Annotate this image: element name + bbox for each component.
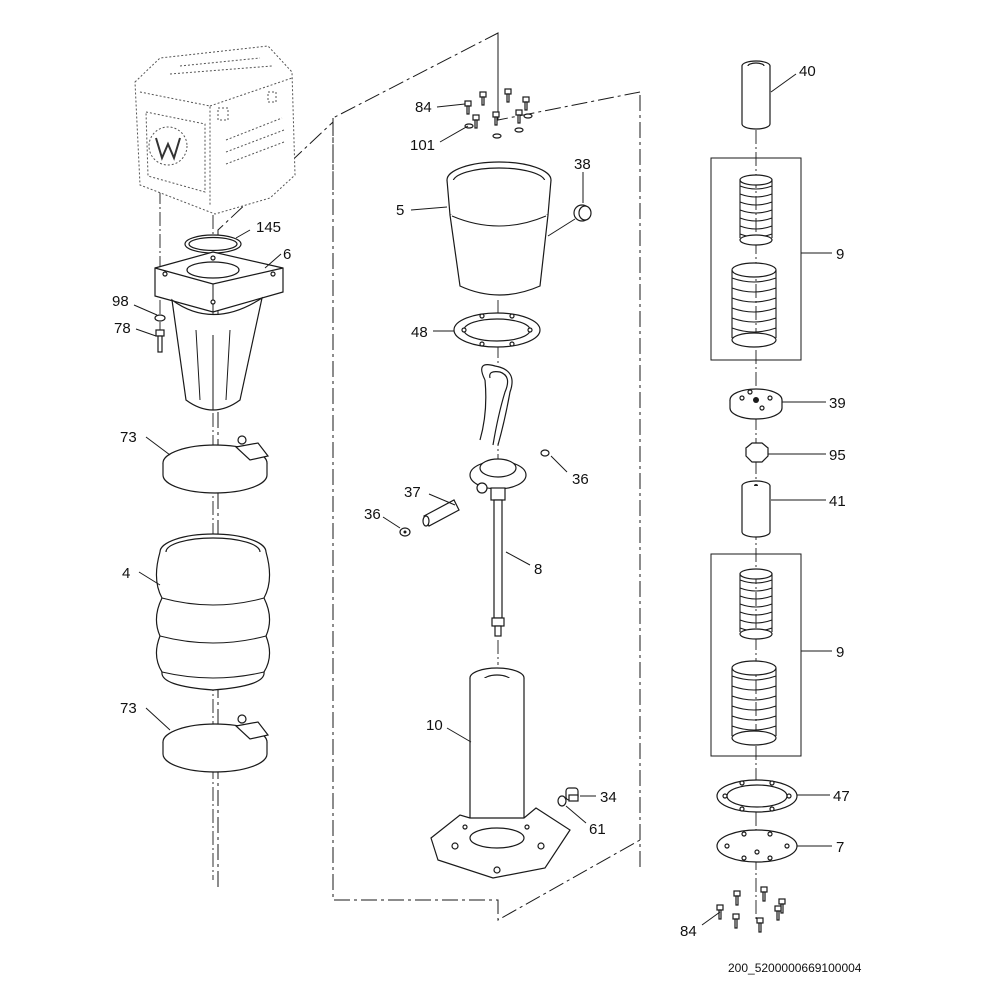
callout-36-right: 36 bbox=[572, 471, 589, 488]
callout-40: 40 bbox=[799, 63, 816, 80]
part-9-springs-upper bbox=[731, 174, 777, 348]
callout-78: 78 bbox=[114, 320, 131, 337]
part-84-bolts-top bbox=[464, 88, 530, 129]
engine-housing bbox=[134, 45, 296, 215]
callout-73-lower: 73 bbox=[120, 700, 137, 717]
part-6-flange-cup bbox=[154, 251, 284, 411]
callout-101: 101 bbox=[410, 137, 435, 154]
part-48-gasket bbox=[453, 312, 541, 348]
part-73-clamp-upper bbox=[162, 435, 270, 494]
callout-47: 47 bbox=[833, 788, 850, 805]
part-4-bellows bbox=[155, 533, 271, 691]
callout-145: 145 bbox=[256, 219, 281, 236]
leader-lines bbox=[133, 73, 832, 926]
part-47-gasket bbox=[716, 779, 798, 813]
callout-73-upper: 73 bbox=[120, 429, 137, 446]
callout-98: 98 bbox=[112, 293, 129, 310]
callout-34: 34 bbox=[600, 789, 617, 806]
part-145-ring bbox=[184, 234, 242, 254]
callout-37: 37 bbox=[404, 484, 421, 501]
part-9-spring-box-lower bbox=[710, 553, 802, 757]
part-95-hex-nut bbox=[745, 442, 769, 463]
part-34-plug bbox=[565, 787, 579, 802]
callout-7: 7 bbox=[836, 839, 844, 856]
part-9-springs-lower bbox=[731, 568, 777, 746]
part-98-washer bbox=[154, 314, 166, 322]
callout-4: 4 bbox=[122, 565, 130, 582]
part-9-spring-box-upper bbox=[710, 157, 802, 361]
callout-5: 5 bbox=[396, 202, 404, 219]
callout-labels: 40 9 39 95 41 9 47 7 84 84 101 38 5 48 3… bbox=[112, 63, 862, 975]
callout-10: 10 bbox=[426, 717, 443, 734]
callout-84-bottom: 84 bbox=[680, 923, 697, 940]
part-37-pin bbox=[422, 499, 460, 527]
callout-9-upper: 9 bbox=[836, 246, 844, 263]
part-40-sleeve bbox=[741, 60, 771, 130]
callout-95: 95 bbox=[829, 447, 846, 464]
part-78-bolt bbox=[155, 329, 165, 353]
part-7-cover-plate bbox=[716, 829, 798, 863]
callout-8: 8 bbox=[534, 561, 542, 578]
part-36-washer-right bbox=[540, 449, 550, 457]
part-36-washer-left bbox=[399, 527, 411, 537]
callout-48: 48 bbox=[411, 324, 428, 341]
part-5-cup bbox=[446, 161, 552, 296]
part-38-plug bbox=[547, 204, 592, 237]
callout-41: 41 bbox=[829, 493, 846, 510]
part-101-washers-top bbox=[464, 113, 533, 139]
callout-9-lower: 9 bbox=[836, 644, 844, 661]
part-41-bushing bbox=[741, 480, 771, 538]
part-39-spring-plate bbox=[729, 388, 783, 420]
callout-61: 61 bbox=[589, 821, 606, 838]
part-8-connecting-rod bbox=[469, 364, 527, 637]
callout-38: 38 bbox=[574, 156, 591, 173]
callout-84-top: 84 bbox=[415, 99, 432, 116]
part-10-guide-cylinder bbox=[430, 667, 571, 879]
part-73-clamp-lower bbox=[162, 714, 270, 773]
drawing-reference-code: 200_5200000669100004 bbox=[728, 961, 862, 975]
part-61-seal-ring bbox=[557, 795, 567, 807]
part-84-bolts-bottom bbox=[716, 886, 786, 933]
callout-39: 39 bbox=[829, 395, 846, 412]
callout-36-left: 36 bbox=[364, 506, 381, 523]
callout-6: 6 bbox=[283, 246, 291, 263]
